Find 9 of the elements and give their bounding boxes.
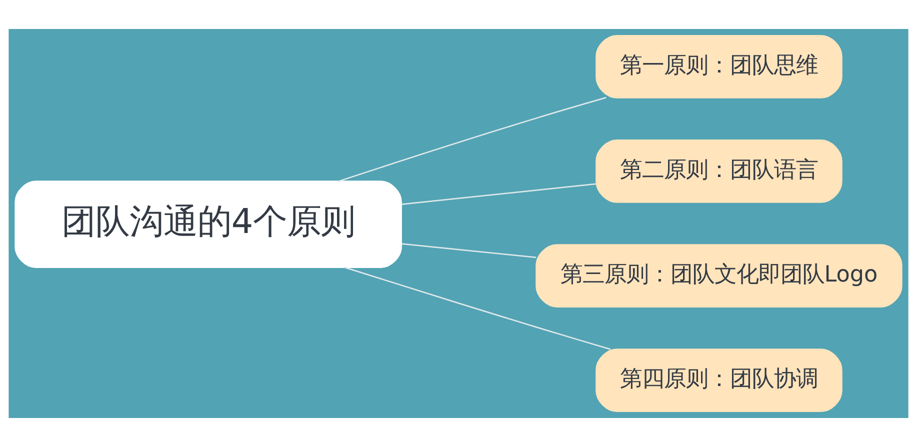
connector: [338, 96, 606, 182]
node-box: 第一原则：团队思维: [596, 34, 842, 98]
node-box: 第四原则：团队协调: [596, 348, 842, 412]
connector: [402, 182, 596, 204]
node-box: 团队沟通的4个原则: [14, 180, 402, 268]
connector: [402, 242, 536, 258]
node-box: 第三原则：团队文化即团队Logo: [536, 244, 902, 307]
connector: [344, 266, 611, 350]
node-box: 第二原则：团队语言: [596, 139, 842, 202]
